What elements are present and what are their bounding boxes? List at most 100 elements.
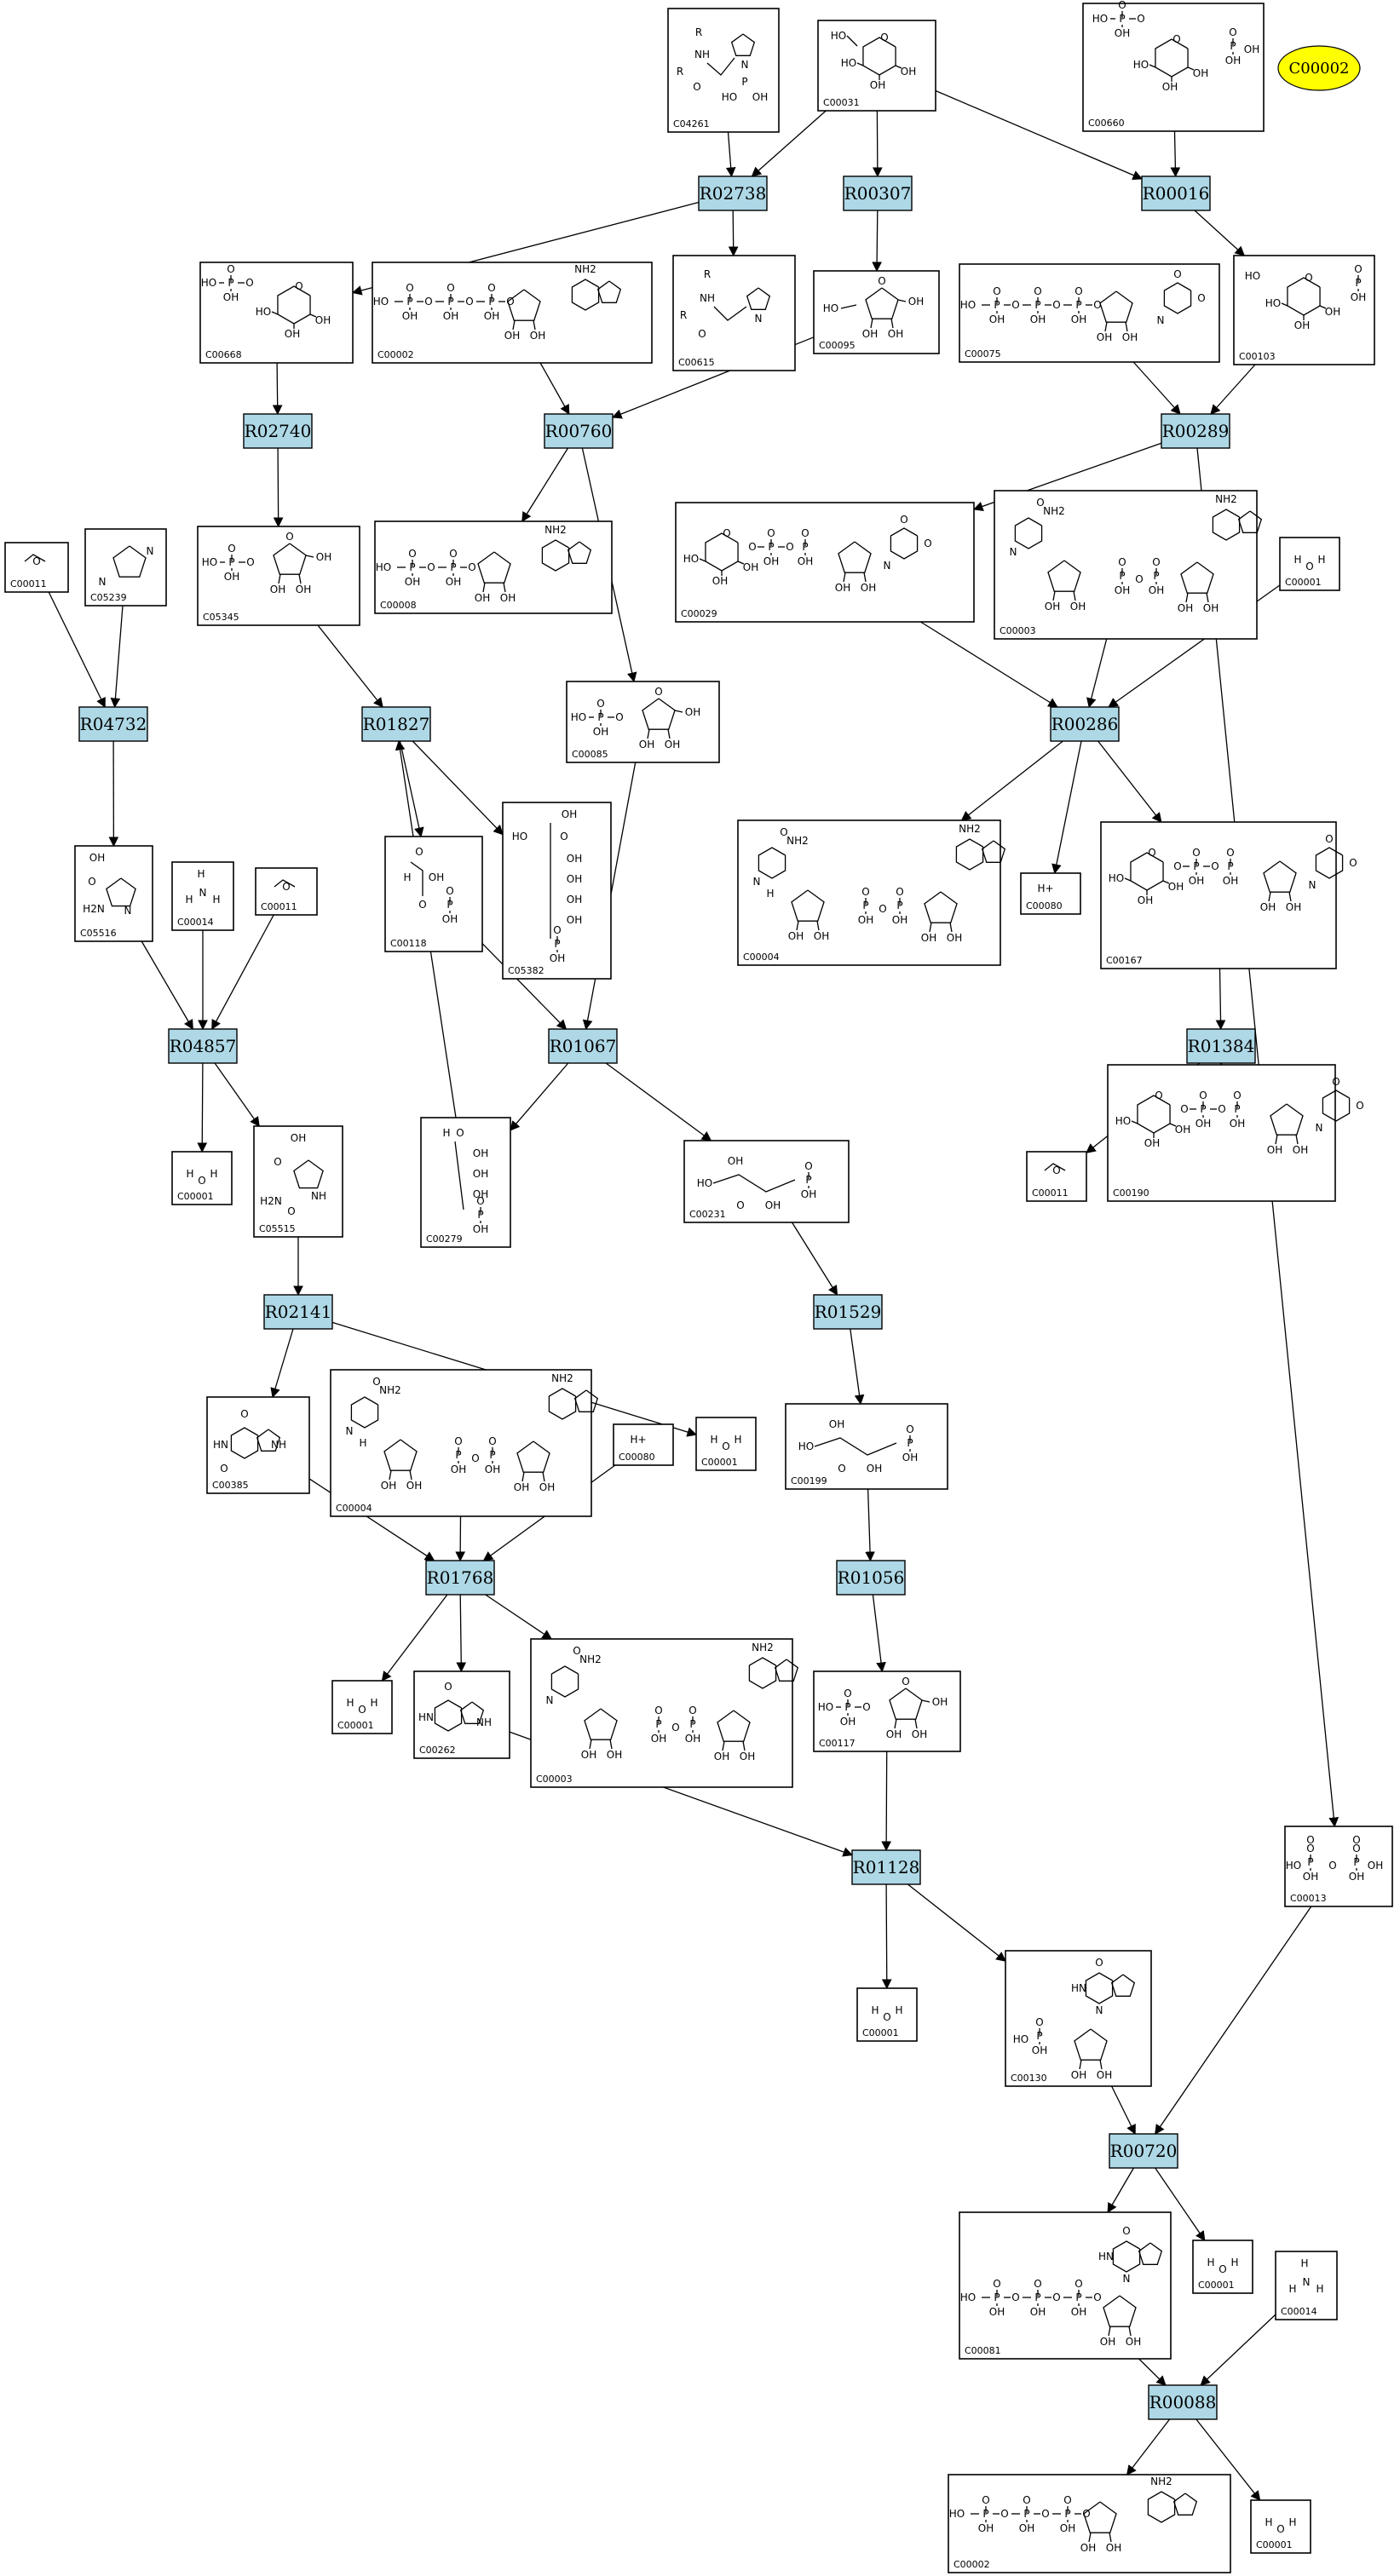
reaction-node-r01768[interactable]: R01768 [425,1560,495,1596]
reaction-node-r00760[interactable]: R00760 [544,413,614,449]
compound-box[interactable] [330,1369,592,1517]
reaction-node-r04732[interactable]: R04732 [78,706,148,742]
compound-box[interactable] [1026,1151,1087,1202]
compound-box[interactable] [959,2211,1172,2360]
reaction-node-r01529[interactable]: R01529 [813,1294,883,1330]
compound-box[interactable] [1107,1064,1336,1202]
compound-box[interactable] [856,1987,918,2042]
compound-box[interactable] [420,1117,511,1248]
compound-box[interactable] [74,845,153,942]
compound-box[interactable] [197,526,360,626]
reaction-box[interactable] [813,1294,883,1330]
compound-box[interactable] [813,1670,961,1752]
compound-box[interactable] [1275,2251,1338,2320]
compound-box[interactable] [613,1423,674,1466]
compound-box[interactable] [683,1140,850,1223]
compound-box[interactable] [672,255,796,371]
compound-box[interactable] [675,502,975,623]
reaction-box[interactable] [1050,706,1120,742]
compound-box[interactable] [84,528,167,607]
reaction-node-r02141[interactable]: R02141 [263,1294,333,1330]
reaction-box[interactable] [1161,413,1230,449]
compound-box[interactable] [817,20,936,112]
compound-box[interactable] [331,1680,393,1734]
compound-box[interactable] [171,1151,233,1205]
reaction-box[interactable] [548,1028,618,1064]
reaction-box[interactable] [1148,2384,1218,2420]
reaction-box[interactable] [425,1560,495,1596]
compound-box[interactable] [199,262,354,364]
compound-box[interactable] [566,681,720,763]
compound-box[interactable] [1233,255,1375,365]
reaction-box[interactable] [78,706,148,742]
reaction-box[interactable] [1186,1028,1256,1064]
compound-box[interactable] [4,542,69,593]
reaction-node-r02740[interactable]: R02740 [243,413,313,449]
compound-box[interactable] [1250,2499,1311,2554]
compound-box[interactable] [695,1417,757,1471]
compound-box[interactable] [948,2474,1231,2573]
reaction-node-r00286[interactable]: R00286 [1050,706,1120,742]
compound-box[interactable] [372,262,653,364]
reaction-node-r00307[interactable]: R00307 [843,175,913,211]
reaction-box[interactable] [168,1028,238,1064]
reaction-box[interactable] [843,175,913,211]
compound-box[interactable] [667,8,780,133]
reaction-node-r01384[interactable]: R01384 [1186,1028,1256,1064]
reaction-node-r01056[interactable]: R01056 [836,1560,906,1596]
compound-node-c00080[interactable]: H+C00080 [1020,872,1081,915]
compound-box[interactable] [1279,537,1340,591]
reaction-node-r04857[interactable]: R04857 [168,1028,238,1064]
compound-box[interactable] [502,802,612,980]
reaction-box[interactable] [698,175,768,211]
reaction-node-r02738[interactable]: R02738 [698,175,768,211]
compound-box[interactable] [1100,821,1337,969]
compound-box[interactable] [813,270,940,354]
reaction-node-r01128[interactable]: R01128 [851,1849,921,1885]
reaction-box[interactable] [1141,175,1211,211]
compound-box[interactable] [1284,1826,1393,1907]
compound-node-c00080[interactable]: H+C00080 [613,1423,674,1466]
compound-box[interactable] [384,836,483,952]
compound-box[interactable] [737,819,1001,966]
reaction-box[interactable] [263,1294,333,1330]
reaction-box[interactable] [243,413,313,449]
compound-box[interactable] [1020,872,1081,915]
reaction-node-r01827[interactable]: R01827 [361,706,431,742]
compound-box[interactable] [255,867,318,916]
compound-box[interactable] [530,1638,793,1788]
